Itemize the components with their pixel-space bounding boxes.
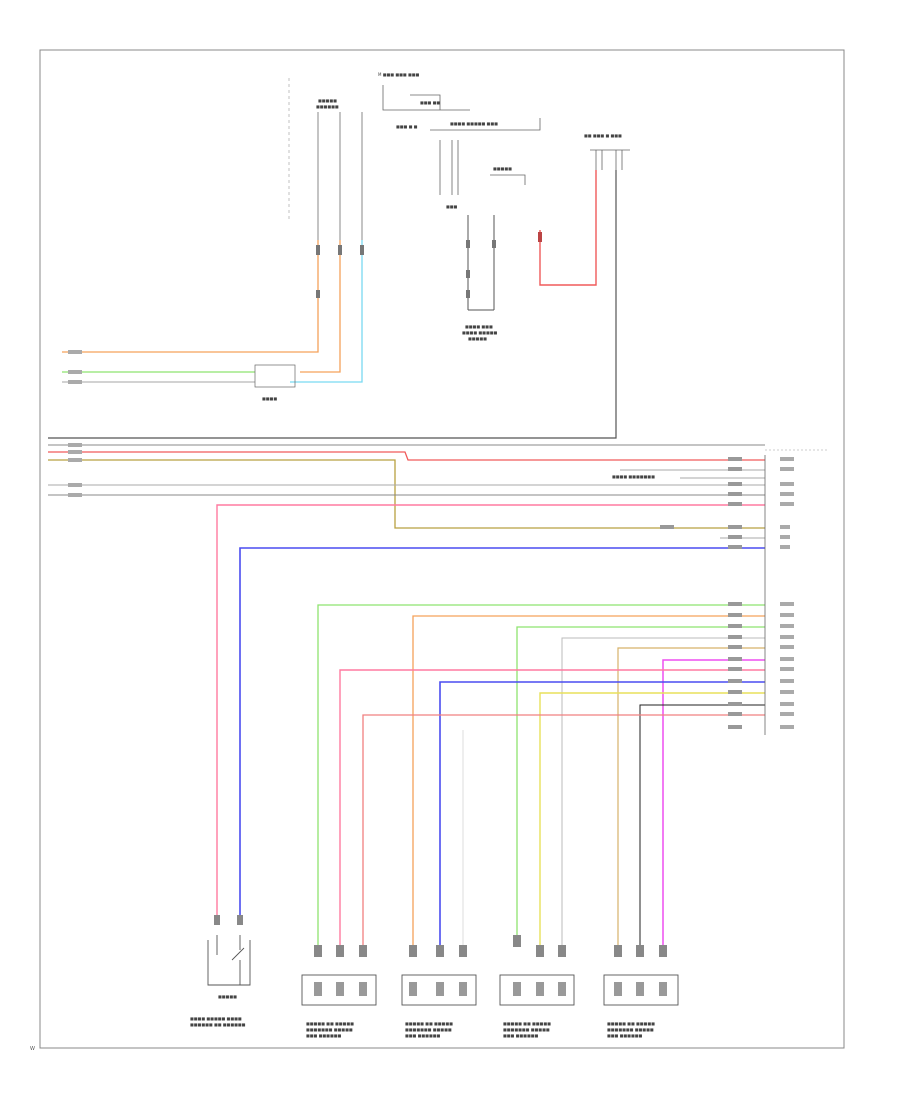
wire-green-s3 [516, 626, 765, 935]
svg-text:■■■■ ■■■■■ ■■■: ■■■■ ■■■■■ ■■■ [450, 121, 498, 126]
bottom-left-switch-caption-2: ■■■■■■ ■■ ■■■■■■ [190, 1022, 246, 1027]
svg-text:■■■■■■■ ■■■■■: ■■■■■■■ ■■■■■ [306, 1027, 353, 1032]
bottom-left-switch-label: ■■■■■ [218, 994, 237, 999]
bottom-left-switch [207, 915, 251, 986]
svg-text:■■■■■■■ ■■■■■: ■■■■■■■ ■■■■■ [503, 1027, 550, 1032]
wire-cyan-1 [290, 240, 363, 383]
svg-text:■■■ ■■■■■■: ■■■ ■■■■■■ [306, 1033, 342, 1038]
wire-olive-bus [48, 459, 765, 529]
svg-text:M ■■■ ■■■ ■■■: M ■■■ ■■■ ■■■ [378, 72, 420, 77]
sensor-box-4: ■■■■■ ■■ ■■■■■ ■■■■■■■ ■■■■■ ■■■ ■■■■■■ [603, 945, 679, 1038]
top-left-switch-label: ■■■■■ [318, 98, 337, 103]
wire-black-s4 [639, 704, 765, 945]
left-mid-connector-label: ■■■■ [262, 396, 277, 401]
sensor-box-3: ■■■■■ ■■ ■■■■■ ■■■■■■■ ■■■■■ ■■■ ■■■■■■ [499, 935, 575, 1038]
svg-text:■■■■■: ■■■■■ [493, 166, 512, 171]
wire-yellow-s3 [539, 692, 765, 945]
sensor-box-1: ■■■■■ ■■ ■■■■■ ■■■■■■■ ■■■■■ ■■■ ■■■■■■ [301, 945, 377, 1038]
svg-text:■■■ ■ ■: ■■■ ■ ■ [396, 124, 418, 129]
svg-text:■■■■ ■■■: ■■■■ ■■■ [465, 324, 493, 329]
svg-text:■■■■■■■ ■■■■■: ■■■■■■■ ■■■■■ [405, 1027, 452, 1032]
top-right-connector [590, 149, 630, 170]
svg-text:■■■■■■■ ■■■■■: ■■■■■■■ ■■■■■ [607, 1027, 654, 1032]
top-left-connector-pins [316, 245, 364, 298]
sensor-box-2: ■■■■■ ■■ ■■■■■ ■■■■■■■ ■■■■■ ■■■ ■■■■■■ [401, 945, 477, 1038]
top-relay-labels: M ■■■ ■■■ ■■■ ■■■ ■■ ■■■ ■ ■ ■■■■ ■■■■■ … [378, 72, 512, 209]
ecu-connector [660, 449, 828, 735]
wire-blue-s2 [439, 681, 765, 945]
wire-orange-2 [300, 240, 341, 373]
svg-text:■■■■ ■■■■■: ■■■■ ■■■■■ [462, 330, 498, 335]
diagram-frame [39, 49, 845, 1049]
wire-red-s1 [362, 714, 765, 945]
svg-text:■■■ ■■■■■■: ■■■ ■■■■■■ [607, 1033, 643, 1038]
top-relay-group [382, 85, 541, 195]
mid-switch-label: ■■■■ ■■■■■■■ [612, 474, 655, 479]
wire-pink-s1 [339, 669, 765, 945]
svg-text:■■■ ■■: ■■■ ■■ [420, 100, 440, 105]
left-mid-connector [254, 364, 296, 388]
top-right-connector-label: ■■ ■■■ ■ ■■■ [584, 133, 622, 138]
footer-label: W [30, 1046, 35, 1052]
svg-text:■■■■■ ■■ ■■■■■: ■■■■■ ■■ ■■■■■ [405, 1021, 453, 1026]
wire-magenta-s4 [662, 659, 765, 945]
svg-text:■■■■■ ■■ ■■■■■: ■■■■■ ■■ ■■■■■ [306, 1021, 354, 1026]
connector-pin [538, 232, 542, 242]
wire-pink-feeder [216, 504, 765, 915]
top-left-switch-label-2: ■■■■■■ [316, 104, 339, 109]
wire-lightgray-s3 [561, 637, 765, 945]
wire-gray-top-right [48, 170, 617, 439]
svg-text:■■■■■: ■■■■■ [468, 336, 487, 341]
wire-tan-s4 [617, 647, 765, 945]
svg-text:■■■ ■■■■■■: ■■■ ■■■■■■ [405, 1033, 441, 1038]
wire-green-s1 [317, 604, 765, 945]
left-edge-wire-markers [68, 350, 82, 497]
wire-red-top-loop [539, 170, 597, 286]
svg-text:■■■: ■■■ [446, 204, 458, 209]
wire-blue-feeder [239, 547, 765, 915]
svg-text:■■■ ■■■■■■: ■■■ ■■■■■■ [503, 1033, 539, 1038]
wire-orange-1 [62, 240, 319, 353]
svg-text:■■■■■ ■■ ■■■■■: ■■■■■ ■■ ■■■■■ [607, 1021, 655, 1026]
wire-red-bus [48, 451, 765, 461]
svg-text:■■■■■ ■■ ■■■■■: ■■■■■ ■■ ■■■■■ [503, 1021, 551, 1026]
center-switch-unit: ■■■■ ■■■ ■■■■ ■■■■■ ■■■■■ [462, 215, 498, 341]
wire-orange-s2 [412, 615, 765, 945]
bottom-left-switch-caption: ■■■■ ■■■■■ ■■■■ [190, 1016, 242, 1021]
